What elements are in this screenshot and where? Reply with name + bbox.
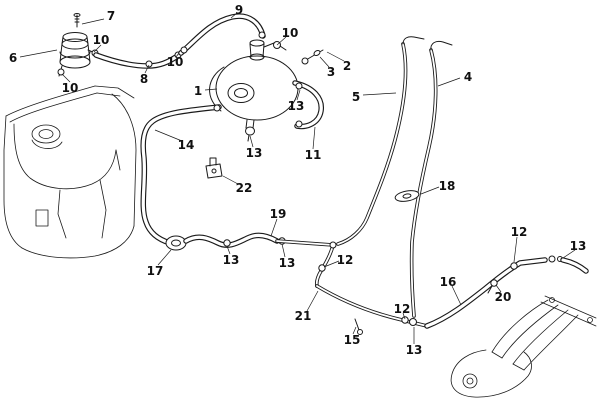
hose-14 [140, 104, 222, 246]
callout-10d: 10 [167, 55, 184, 69]
callout-16: 16 [440, 275, 457, 289]
callout-4: 4 [464, 70, 472, 84]
callout-12c: 12 [394, 302, 411, 316]
callout-13c: 13 [223, 253, 240, 267]
callout-labels: 7 9 10 10 6 10 8 10 1 3 2 4 5 13 11 13 1… [9, 3, 587, 357]
connecting-pipe-21 [275, 239, 429, 335]
callout-6: 6 [9, 51, 17, 65]
callout-19: 19 [270, 207, 287, 221]
callout-13f: 13 [406, 343, 423, 357]
callout-15: 15 [344, 333, 361, 347]
hose-19 [183, 232, 286, 248]
callout-12a: 12 [337, 253, 354, 267]
grommet-17 [165, 235, 187, 251]
callout-17: 17 [147, 264, 164, 278]
callout-13e: 13 [570, 239, 587, 253]
callout-1: 1 [194, 84, 202, 98]
callout-13d: 13 [279, 256, 296, 270]
callout-2: 2 [343, 59, 351, 73]
brake-booster [209, 39, 299, 142]
bolt-and-washer [301, 49, 324, 65]
callout-20: 20 [495, 290, 512, 304]
callout-13b: 13 [246, 146, 263, 160]
callout-21: 21 [295, 309, 312, 323]
intake-manifold-sketch [450, 295, 597, 398]
car-body-sketch [3, 85, 137, 259]
callout-10a: 10 [93, 33, 110, 47]
callout-9: 9 [235, 3, 243, 17]
callout-18: 18 [439, 179, 456, 193]
callout-11: 11 [305, 148, 322, 162]
hose-11 [292, 80, 324, 130]
callout-22: 22 [236, 181, 253, 195]
callout-13a: 13 [288, 99, 305, 113]
callout-10b: 10 [282, 26, 299, 40]
callout-5: 5 [352, 90, 360, 104]
clip-22 [205, 157, 223, 179]
grommet-18 [394, 190, 420, 202]
callout-8: 8 [140, 72, 148, 86]
callout-7: 7 [107, 9, 115, 23]
callout-14: 14 [178, 138, 195, 152]
leader-lines [19, 12, 576, 344]
vacuum-pipe-4 [409, 40, 453, 318]
hose-16 [424, 255, 589, 329]
vacuum-pipe-5 [336, 36, 425, 246]
hose-8 [93, 51, 182, 69]
callout-10c: 10 [62, 81, 79, 95]
hose-9 [178, 13, 266, 56]
callout-12b: 12 [511, 225, 528, 239]
callout-3: 3 [327, 65, 335, 79]
